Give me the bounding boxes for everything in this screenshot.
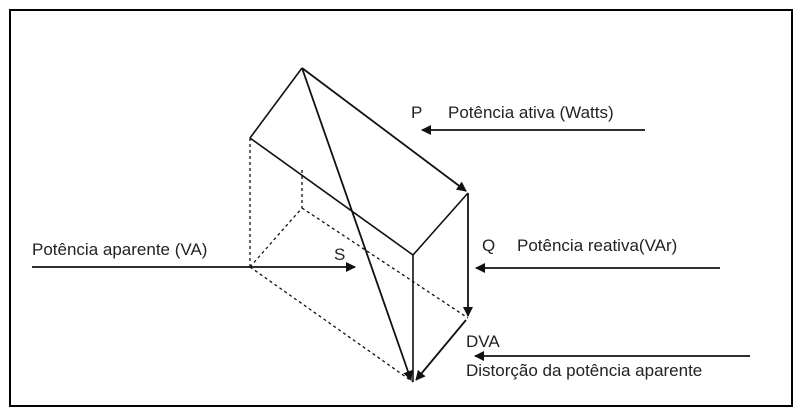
d-text-label: Distorção da potência aparente bbox=[466, 361, 702, 380]
hidden-edge-bottom-back bbox=[249, 266, 414, 383]
edge-top-left bbox=[249, 67, 303, 139]
vectors bbox=[301, 67, 473, 381]
p-vector bbox=[301, 67, 467, 192]
pointer-arrows bbox=[32, 125, 750, 361]
edge-top-back bbox=[249, 137, 414, 256]
s-diagonal-vector bbox=[301, 67, 413, 381]
box-hidden-edges bbox=[249, 138, 469, 383]
hidden-edge-bottom-left bbox=[249, 207, 303, 268]
q-text-label: Potência reativa(VAr) bbox=[517, 236, 677, 255]
p-text-label: Potência ativa (Watts) bbox=[448, 103, 614, 122]
s-symbol-label: S bbox=[334, 245, 345, 264]
q-symbol-label: Q bbox=[482, 236, 495, 255]
hidden-edge-bottom-right bbox=[301, 207, 469, 319]
d-symbol-label: DVA bbox=[466, 332, 500, 351]
figure-frame bbox=[9, 9, 793, 407]
s-text-label: Potência aparente (VA) bbox=[32, 240, 207, 259]
p-symbol-label: P bbox=[411, 103, 422, 122]
edge-front-left bbox=[412, 192, 469, 256]
box-visible-edges bbox=[249, 67, 469, 382]
d-vector bbox=[415, 319, 467, 381]
